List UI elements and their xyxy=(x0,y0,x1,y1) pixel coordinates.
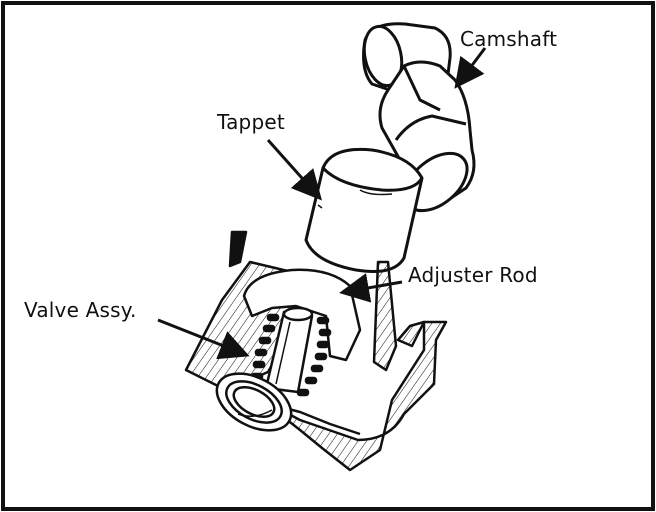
tappet-label: Tappet xyxy=(217,110,285,134)
camshaft-label: Camshaft xyxy=(460,27,557,51)
valve-assy-label: Valve Assy. xyxy=(24,298,137,322)
adjuster-rod-label: Adjuster Rod xyxy=(408,263,538,287)
adjuster-rod-arrow xyxy=(345,282,402,292)
tappet-part xyxy=(306,149,422,271)
camshaft-arrow xyxy=(458,48,485,84)
tappet-arrow xyxy=(268,140,318,196)
valve-assembly-part xyxy=(186,232,446,470)
